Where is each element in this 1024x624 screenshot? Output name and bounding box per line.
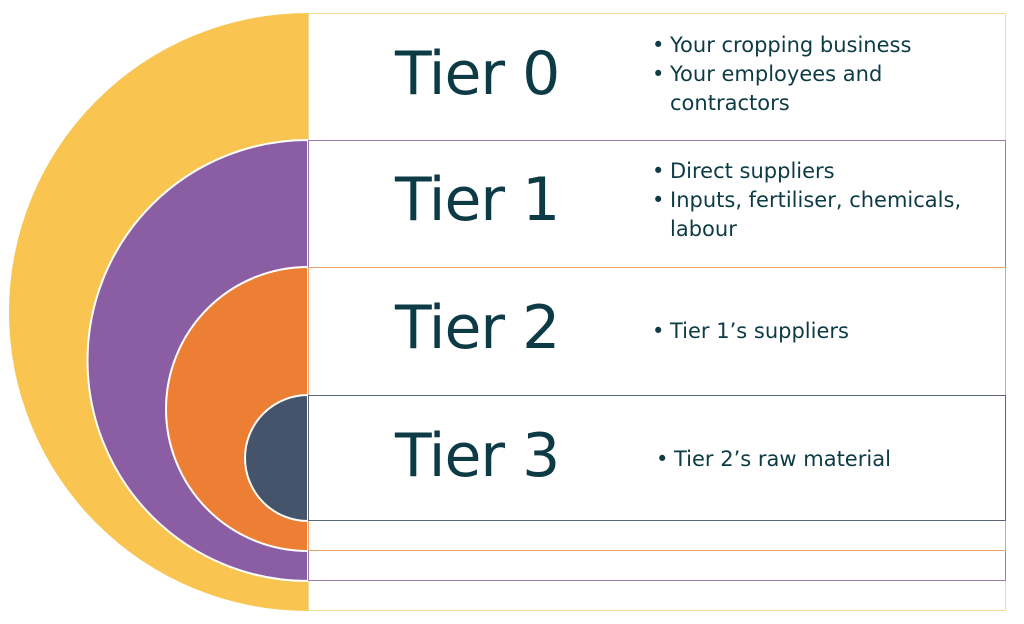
bullet-item: Your employees and contractors [650, 60, 940, 118]
bullet-item: Tier 1’s suppliers [650, 317, 990, 346]
tier3-bullets: Tier 2’s raw material [654, 445, 994, 474]
bullet-item: Direct suppliers [650, 157, 1000, 186]
tier2-bullets: Tier 1’s suppliers [650, 317, 990, 346]
tier0-bullets: Your cropping business Your employees an… [650, 31, 980, 118]
tier0-title: Tier 0 [395, 39, 560, 109]
tier1-bullets: Direct suppliers Inputs, fertiliser, che… [650, 157, 1000, 244]
tier1-title: Tier 1 [395, 165, 560, 235]
tier3-semicircle [244, 393, 309, 523]
tier2-title: Tier 2 [395, 293, 560, 363]
bullet-item: Your cropping business [650, 31, 980, 60]
bullet-item: Tier 2’s raw material [654, 445, 994, 474]
bullet-item: Inputs, fertiliser, chemicals, labour [650, 186, 1000, 244]
tier3-title: Tier 3 [395, 421, 560, 491]
